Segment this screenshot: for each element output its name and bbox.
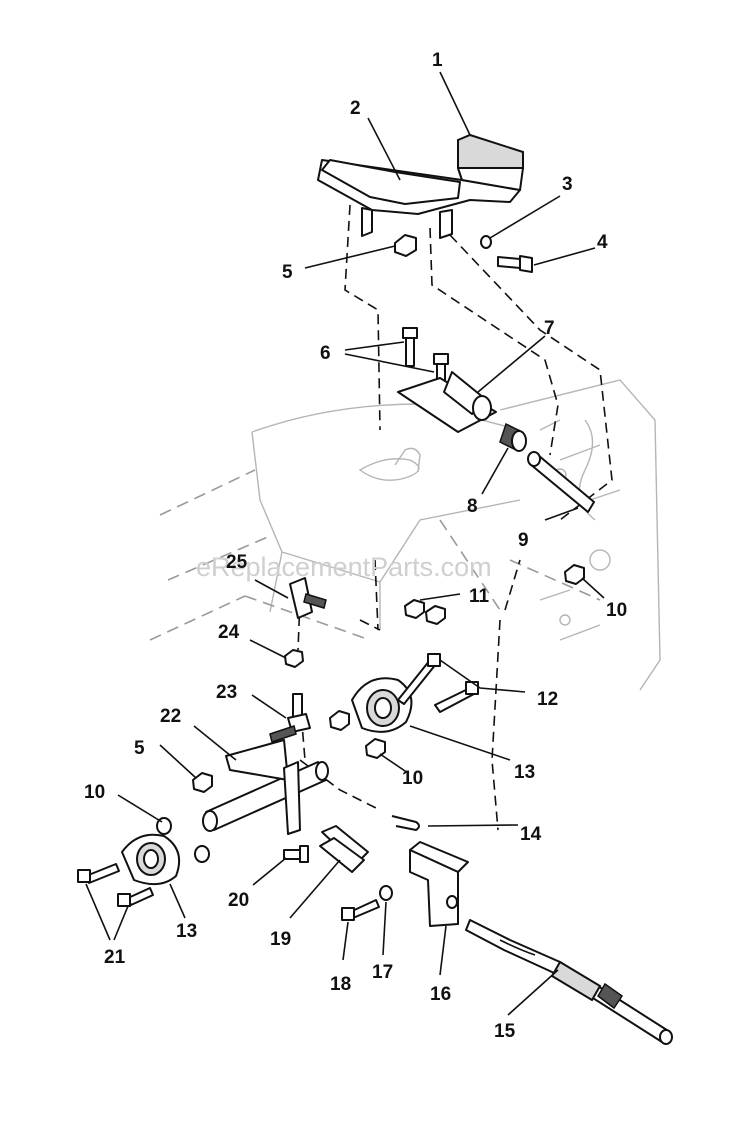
callout-10-mid: 10 <box>402 768 423 789</box>
hardware-top <box>394 234 533 273</box>
part-5-nut-top <box>394 234 417 257</box>
small-nuts <box>156 564 585 863</box>
part-18-bolt <box>341 899 380 921</box>
callout-labels: 1 2 3 4 5 6 7 8 9 10 11 12 13 14 15 16 1… <box>84 50 627 1042</box>
callout-5-lower: 5 <box>134 738 145 759</box>
part-16-cable-bracket <box>409 841 469 927</box>
part-10-nut-mid <box>365 738 386 759</box>
callout-12: 12 <box>537 689 558 710</box>
part-11-nut-a <box>404 599 425 619</box>
callout-9: 9 <box>518 530 529 551</box>
part-12-bolts <box>397 653 479 713</box>
part-3-washer <box>480 235 492 249</box>
part-14-cotter-pin <box>391 815 420 831</box>
part-2-pedal-bracket <box>317 159 521 239</box>
callout-23: 23 <box>216 682 237 703</box>
part-23-rod-end <box>269 693 311 743</box>
left-linkage-hardware <box>192 577 327 793</box>
part-6-plate <box>397 377 497 433</box>
part-8-spacer <box>499 422 527 452</box>
callout-14: 14 <box>520 824 542 845</box>
part-15-cable <box>465 919 673 1045</box>
callout-2: 2 <box>350 98 361 119</box>
watermark-text: eReplacementParts.com <box>196 552 492 582</box>
assembly-dashed-lines <box>297 204 613 831</box>
part-4-bolt <box>497 255 533 273</box>
callout-6: 6 <box>320 343 331 364</box>
callout-15: 15 <box>494 1021 516 1042</box>
callout-1: 1 <box>432 50 443 71</box>
part-17-washer <box>379 885 393 901</box>
part-20-pin <box>283 845 309 863</box>
part-9-rod <box>527 451 595 513</box>
callout-18: 18 <box>330 974 351 995</box>
frame-ghost-outline <box>149 379 661 691</box>
callout-17: 17 <box>372 962 393 983</box>
part-19-clevis <box>319 825 369 873</box>
callout-24: 24 <box>218 622 240 643</box>
callout-20: 20 <box>228 890 249 911</box>
callout-4: 4 <box>597 232 608 253</box>
part-10-nut-right <box>564 564 585 585</box>
leader-lines <box>85 71 605 1016</box>
callout-22: 22 <box>160 706 181 727</box>
part-24-nut <box>284 649 304 668</box>
callout-16: 16 <box>430 984 451 1005</box>
callout-21: 21 <box>104 947 126 968</box>
part-13-bearing-left <box>121 833 180 886</box>
part-25-yoke <box>289 577 327 619</box>
callout-13-left: 13 <box>176 921 197 942</box>
callout-7: 7 <box>544 318 555 339</box>
callout-3: 3 <box>562 174 573 195</box>
callout-13-right: 13 <box>514 762 535 783</box>
part-7-pivot-tube <box>443 371 492 421</box>
callout-10-left: 10 <box>84 782 105 803</box>
part-6-bolt-a <box>402 327 418 367</box>
callout-19: 19 <box>270 929 291 950</box>
part-11-nut-b <box>425 605 446 625</box>
part-22-shaft <box>202 739 329 835</box>
part-nut-upper-bearing <box>329 710 350 731</box>
lower-clevis-hardware <box>283 815 420 873</box>
callout-25: 25 <box>226 552 248 573</box>
callout-8: 8 <box>467 496 478 517</box>
callout-10-right: 10 <box>606 600 627 621</box>
callout-5-top: 5 <box>282 262 293 283</box>
callout-11: 11 <box>469 586 490 607</box>
part-1-pedal-pad <box>457 133 524 191</box>
part-washer-left-b <box>194 845 210 863</box>
part-21-bolts <box>77 863 154 907</box>
mid-assembly-hardware <box>397 327 595 513</box>
part-5-nut-lower <box>192 772 213 793</box>
part-13-bearing-right <box>351 677 413 733</box>
